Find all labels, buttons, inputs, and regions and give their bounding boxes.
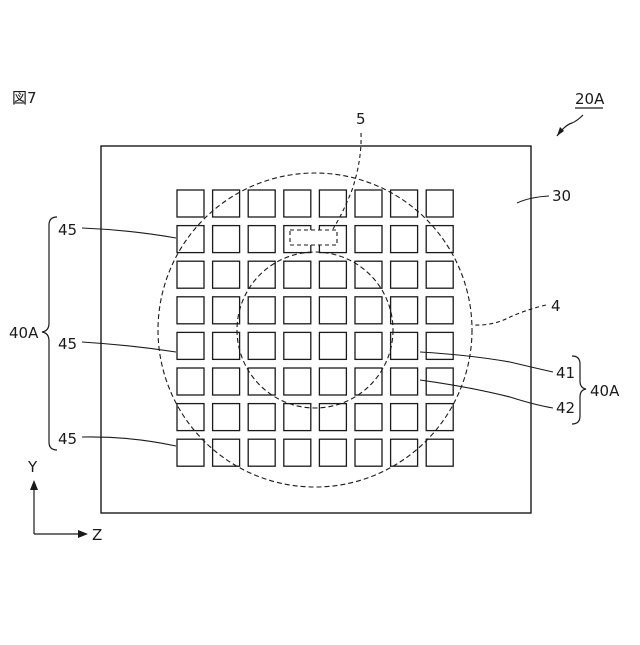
grid-element-r6-c2 <box>213 368 240 395</box>
grid-element-r7-c7 <box>391 404 418 431</box>
spot-5-outline <box>290 230 337 245</box>
grid-element-r8-c1 <box>177 439 204 466</box>
grid-element-r4-c2 <box>213 297 240 324</box>
element-leader-top <box>82 228 176 238</box>
grid-element-r6-c5 <box>319 368 346 395</box>
figure-number: 図7 <box>12 89 37 107</box>
element-ref-label-bottom: 45 <box>58 430 77 448</box>
grid-element-r7-c6 <box>355 404 382 431</box>
substrate-outline <box>101 146 531 513</box>
grid-element-r4-c5 <box>319 297 346 324</box>
grid-element-r1-c1 <box>177 190 204 217</box>
grid-element-r5-c1 <box>177 332 204 359</box>
grid-element-r5-c2 <box>213 332 240 359</box>
grid-element-r1-c3 <box>248 190 275 217</box>
grid-element-r1-c8 <box>426 190 453 217</box>
grid-element-r7-c2 <box>213 404 240 431</box>
grid-element-r4-c3 <box>248 297 275 324</box>
element-42-ref-label: 42 <box>556 399 575 417</box>
grid-element-r8-c6 <box>355 439 382 466</box>
grid-element-r4-c6 <box>355 297 382 324</box>
grid-element-r5-c8 <box>426 332 453 359</box>
element-ref-label-middle: 45 <box>58 335 77 353</box>
element-leader-middle <box>82 342 176 352</box>
grid-element-r8-c5 <box>319 439 346 466</box>
grid-element-r6-c1 <box>177 368 204 395</box>
grid-element-r4-c7 <box>391 297 418 324</box>
grid-element-r2-c7 <box>391 226 418 253</box>
grid-element-r7-c1 <box>177 404 204 431</box>
substrate-leader-line <box>517 196 549 203</box>
grid-element-r2-c2 <box>213 226 240 253</box>
element-41-ref-label: 41 <box>556 364 575 382</box>
region-ref-label: 4 <box>551 297 561 315</box>
grid-element-r4-c4 <box>284 297 311 324</box>
grid-element-r4-c1 <box>177 297 204 324</box>
grid-element-r7-c3 <box>248 404 275 431</box>
element-ref-label-top: 45 <box>58 221 77 239</box>
grid-element-r5-c4 <box>284 332 311 359</box>
grid-element-r5-c7 <box>391 332 418 359</box>
grid-element-r8-c4 <box>284 439 311 466</box>
element-leader-bottom <box>82 437 176 446</box>
array-brace-left <box>42 217 57 450</box>
spot-ref-label: 5 <box>356 110 366 128</box>
array-ref-label-left: 40A <box>9 324 39 342</box>
array-ref-label-right: 40A <box>590 382 620 400</box>
axis-z-label: Z <box>92 526 102 544</box>
grid-element-r5-c5 <box>319 332 346 359</box>
region-leader-line <box>472 305 546 325</box>
grid-element-r5-c3 <box>248 332 275 359</box>
grid-element-r2-c6 <box>355 226 382 253</box>
grid-element-r6-c4 <box>284 368 311 395</box>
grid-element-r6-c7 <box>391 368 418 395</box>
grid-element-r1-c7 <box>391 190 418 217</box>
axis-z-arrowhead <box>78 530 88 538</box>
region-4-outline <box>158 173 472 487</box>
grid-element-r3-c2 <box>213 261 240 288</box>
grid-element-r7-c8 <box>426 404 453 431</box>
grid-element-r3-c4 <box>284 261 311 288</box>
grid-element-r1-c5 <box>319 190 346 217</box>
grid-element-r5-c6 <box>355 332 382 359</box>
grid-element-r6-c3 <box>248 368 275 395</box>
axis-y-label: Y <box>27 458 38 476</box>
grid-element-r3-c5 <box>319 261 346 288</box>
device-ref-label: 20A <box>575 90 605 108</box>
grid-element-r6-c6 <box>355 368 382 395</box>
axis-y-arrowhead <box>30 480 38 490</box>
grid-element-r1-c4 <box>284 190 311 217</box>
substrate-ref-label: 30 <box>552 187 571 205</box>
grid-element-r1-c6 <box>355 190 382 217</box>
grid-element-r8-c8 <box>426 439 453 466</box>
grid-element-r3-c7 <box>391 261 418 288</box>
grid-element-r2-c3 <box>248 226 275 253</box>
grid-element-r8-c3 <box>248 439 275 466</box>
grid-element-r4-c8 <box>426 297 453 324</box>
grid-element-r3-c1 <box>177 261 204 288</box>
grid-element-r3-c8 <box>426 261 453 288</box>
